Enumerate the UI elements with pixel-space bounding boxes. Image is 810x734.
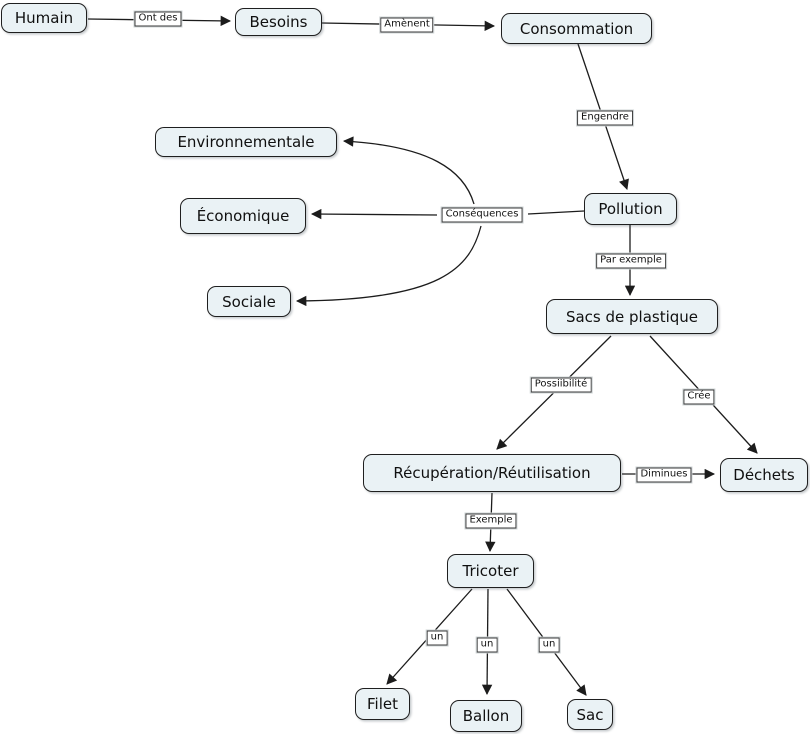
edge-label-engendre[interactable]: Engendre [576,109,634,127]
node-recuperation-reutilisation[interactable]: Récupération/Réutilisation [363,454,621,492]
edge-label-diminues[interactable]: Diminues [635,466,693,484]
edge-sacs-recuperation [496,335,612,450]
edge-label-un-sac[interactable]: un [537,636,561,654]
node-sociale[interactable]: Sociale [207,286,291,317]
node-sac[interactable]: Sac [567,699,613,730]
edge-label-cree[interactable]: Crée [682,388,716,406]
edge-label-un-filet[interactable]: un [425,629,449,647]
node-economique[interactable]: Économique [180,198,306,234]
node-dechets[interactable]: Déchets [720,458,808,492]
node-pollution[interactable]: Pollution [584,193,677,225]
edge-label-possiibilite[interactable]: Possiibilité [529,376,593,394]
edge-label-par-exemple[interactable]: Par exemple [595,252,667,270]
node-sacs-de-plastique[interactable]: Sacs de plastique [546,299,718,334]
node-ballon[interactable]: Ballon [450,700,522,732]
node-consommation[interactable]: Consommation [501,13,652,44]
node-filet[interactable]: Filet [355,688,410,720]
node-humain[interactable]: Humain [1,3,87,33]
node-tricoter[interactable]: Tricoter [447,554,534,588]
edge-label-exemple[interactable]: Exemple [464,512,518,530]
node-besoins[interactable]: Besoins [235,8,322,36]
node-environnementale[interactable]: Environnementale [155,127,337,157]
edge-label-amenent[interactable]: Amènent [379,16,435,34]
edge-consequences-environnementale [342,136,475,205]
edge-consequences-economique [310,208,438,220]
edge-label-un-ballon[interactable]: un [475,636,499,654]
edge-label-ont-des[interactable]: Ont des [133,10,183,28]
edge-consequences-sociale [295,225,482,307]
edge-label-consequences[interactable]: Conséquences [440,206,524,224]
edge-pollution-consequences [527,210,585,215]
